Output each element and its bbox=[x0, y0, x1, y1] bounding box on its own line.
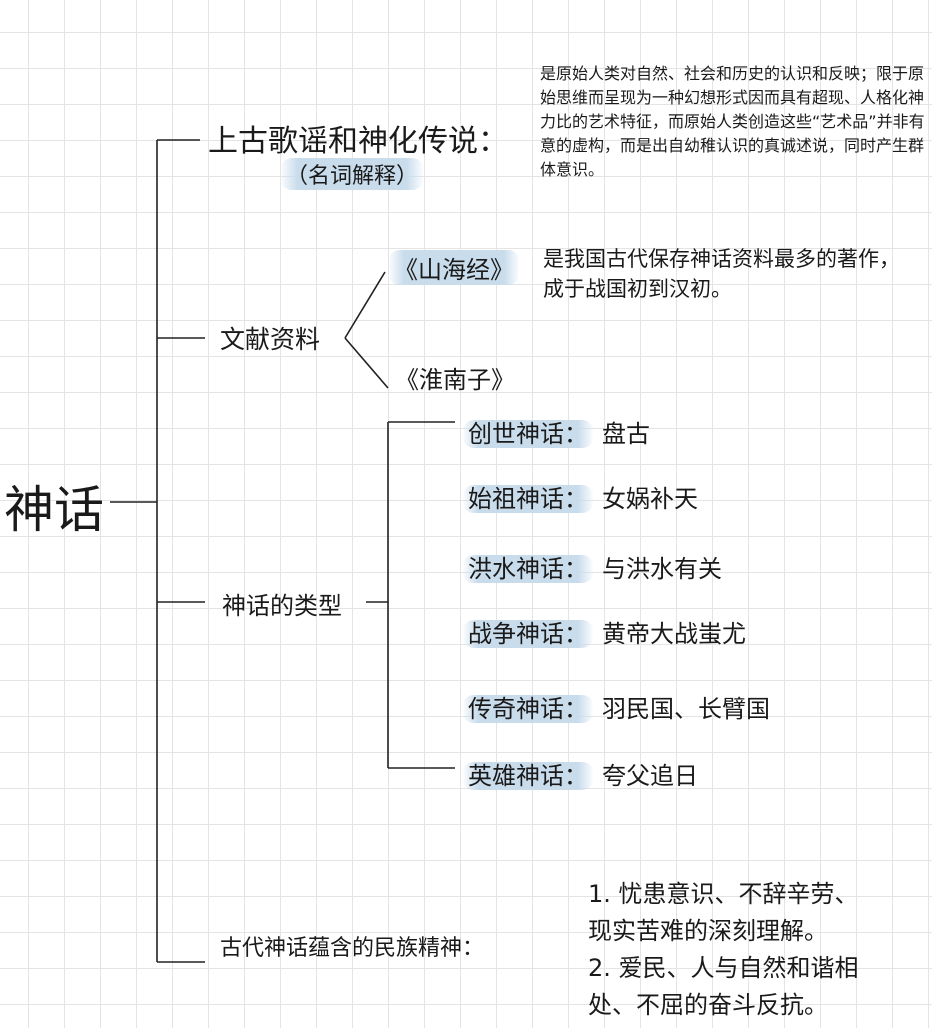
type-item: 洪水神话： 与洪水有关 bbox=[462, 549, 722, 584]
branch-spirit-title: 古代神话蕴含的民族精神： bbox=[220, 936, 485, 961]
spirit-line: 1. 忧患意识、不辞辛劳、 bbox=[588, 880, 859, 908]
desc-line: 成于战国初到汉初。 bbox=[543, 277, 732, 301]
shanhaijing-description: 是我国古代保存神话资料最多的著作， 成于战国初到汉初。 bbox=[543, 244, 900, 304]
root-node: 神话 bbox=[4, 481, 104, 539]
type-item: 英雄神话： 夸父追日 bbox=[462, 756, 698, 791]
type-label: 战争神话： bbox=[462, 620, 594, 648]
type-item: 始祖神话： 女娲补天 bbox=[462, 479, 698, 514]
literature-shanhaijing: 《山海经》 bbox=[388, 250, 520, 285]
branch-types-title: 神话的类型 bbox=[222, 592, 342, 620]
type-label: 英雄神话： bbox=[462, 762, 594, 790]
type-label: 洪水神话： bbox=[462, 555, 594, 583]
spirit-line: 处、不屈的奋斗反抗。 bbox=[588, 991, 828, 1019]
branch-literature-title: 文献资料 bbox=[220, 325, 321, 354]
literature-huainanzi: 《淮南子》 bbox=[395, 366, 515, 394]
type-label: 始祖神话： bbox=[462, 485, 594, 513]
branch-songs-title: 上古歌谣和神化传说： bbox=[208, 124, 508, 159]
spirit-description: 1. 忧患意识、不辞辛劳、 现实苦难的深刻理解。 2. 爱民、人与自然和谐相 处… bbox=[588, 876, 859, 1024]
type-label: 传奇神话： bbox=[462, 695, 594, 723]
type-example: 夸父追日 bbox=[602, 762, 698, 790]
desc-line: 是我国古代保存神话资料最多的著作， bbox=[543, 247, 900, 271]
type-item: 传奇神话： 羽民国、长臂国 bbox=[462, 689, 770, 724]
type-item: 创世神话： 盘古 bbox=[462, 414, 650, 449]
type-example: 与洪水有关 bbox=[602, 555, 722, 583]
branch-songs-note: （名词解释） bbox=[280, 158, 425, 190]
type-label: 创世神话： bbox=[462, 420, 594, 448]
type-example: 女娲补天 bbox=[602, 485, 698, 513]
type-example: 盘古 bbox=[602, 420, 650, 448]
spirit-line: 现实苦难的深刻理解。 bbox=[588, 917, 828, 945]
spirit-line: 2. 爱民、人与自然和谐相 bbox=[588, 954, 859, 982]
type-item: 战争神话： 黄帝大战蚩尤 bbox=[462, 614, 746, 649]
type-example: 羽民国、长臂国 bbox=[602, 695, 770, 723]
type-example: 黄帝大战蚩尤 bbox=[602, 620, 746, 648]
branch-songs-definition: 是原始人类对自然、社会和历史的认识和反映；限于原始思维而呈现为一种幻想形式因而具… bbox=[540, 64, 925, 179]
